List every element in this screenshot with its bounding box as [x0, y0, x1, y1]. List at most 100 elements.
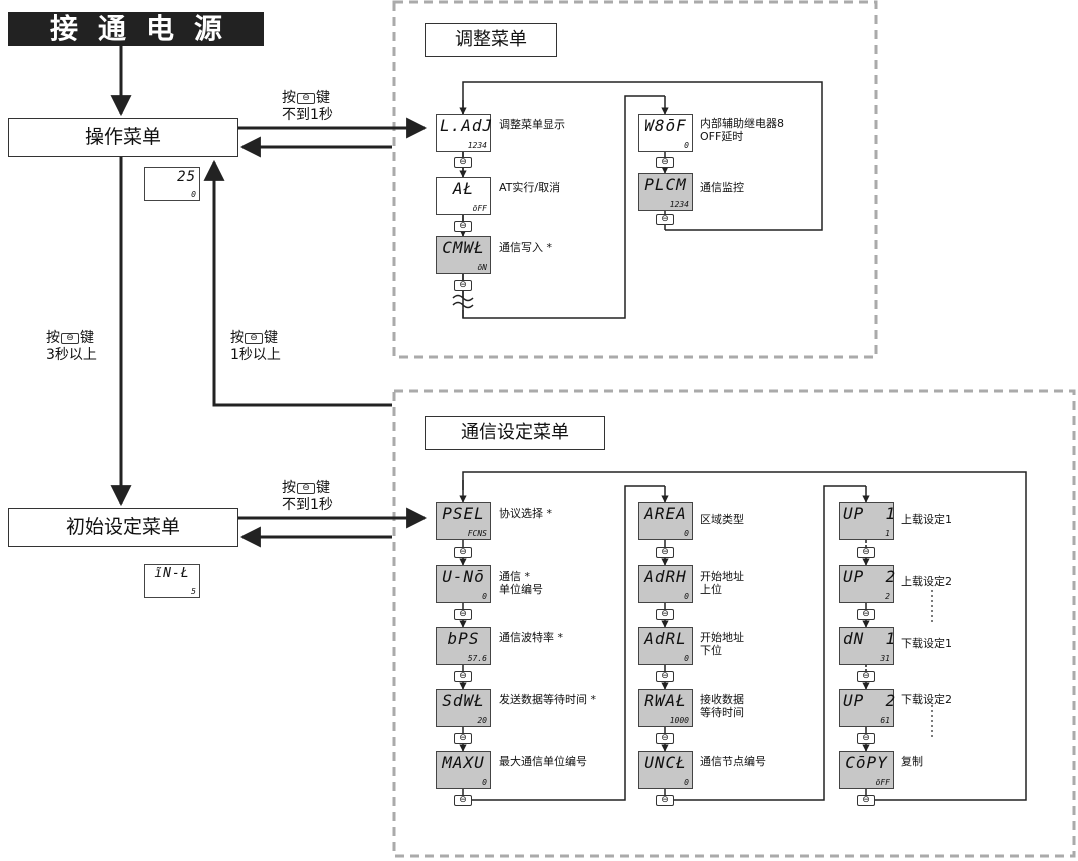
- param-display[interactable]: AdRH 0: [638, 565, 693, 603]
- mode-key-icon: ⊖: [857, 671, 875, 682]
- key-icon: ⊖: [245, 332, 263, 344]
- param-label: 通信监控: [700, 181, 744, 194]
- param-display[interactable]: AŁ ōFF: [436, 177, 491, 215]
- display-top-text: bPS: [447, 629, 480, 648]
- display-top-text: dN 1: [843, 629, 897, 648]
- display-bottom-text: 0: [684, 592, 689, 601]
- param-display[interactable]: CMWŁ ōN: [436, 236, 491, 274]
- param-display[interactable]: L.AdJ 1234: [436, 114, 492, 152]
- power-on-title: 接通电源: [8, 12, 264, 46]
- display-bottom-text: 0: [684, 529, 689, 538]
- param-display[interactable]: UP 2 61: [839, 689, 897, 727]
- note-press-3s: 按⊖键 3秒以上: [46, 330, 97, 363]
- param-label: 复制: [901, 755, 923, 768]
- display-top-text: PLCM: [644, 175, 687, 194]
- param-display[interactable]: PSEL FCNS: [436, 502, 491, 540]
- param-display[interactable]: bPS 57.6: [436, 627, 491, 665]
- display-bottom-text: 0: [191, 190, 196, 199]
- mode-key-icon: ⊖: [454, 280, 472, 291]
- mode-key-icon: ⊖: [857, 609, 875, 620]
- operation-menu-display: 25 0: [144, 167, 200, 201]
- param-display[interactable]: W8ōF 0: [638, 114, 693, 152]
- display-bottom-text: 57.6: [467, 654, 487, 663]
- key-icon: ⊖: [297, 92, 315, 104]
- param-label: AT实行/取消: [499, 181, 561, 194]
- param-display[interactable]: SdWŁ 20: [436, 689, 491, 727]
- param-label: 调整菜单显示: [499, 118, 565, 131]
- display-bottom-text: 0: [684, 778, 689, 787]
- param-display[interactable]: UNCŁ 0: [638, 751, 693, 789]
- display-top-text: MAXU: [442, 753, 485, 772]
- mode-key-icon: ⊖: [454, 733, 472, 744]
- param-display[interactable]: AREA 0: [638, 502, 693, 540]
- display-top-text: UP 2: [843, 567, 897, 586]
- display-top-text: AREA: [644, 504, 687, 523]
- param-display[interactable]: UP 1 1: [839, 502, 895, 540]
- mode-key-icon: ⊖: [857, 795, 875, 806]
- param-label: 下载设定1: [901, 637, 952, 650]
- param-display[interactable]: dN 1 31: [839, 627, 897, 665]
- display-top-text: U-Nō: [442, 567, 485, 586]
- param-label: 发送数据等待时间 *: [499, 693, 596, 706]
- display-bottom-text: 0: [482, 778, 487, 787]
- display-bottom-text: 5: [191, 587, 196, 596]
- param-display[interactable]: CōPY ōFF: [839, 751, 894, 789]
- display-top-text: AdRL: [644, 629, 687, 648]
- display-bottom-text: 20: [477, 716, 487, 725]
- param-display[interactable]: MAXU 0: [436, 751, 491, 789]
- param-label: 开始地址上位: [700, 570, 744, 596]
- note-press-1s: 按⊖键 1秒以上: [230, 330, 281, 363]
- note-press-lt1-bottom: 按⊖键 不到1秒: [282, 480, 333, 513]
- display-top-text: UP 2: [843, 691, 897, 710]
- display-bottom-text: 0: [684, 141, 689, 150]
- mode-key-icon: ⊖: [454, 609, 472, 620]
- param-display[interactable]: AdRL 0: [638, 627, 693, 665]
- display-bottom-text: 1234: [467, 141, 487, 150]
- operation-menu-box[interactable]: 操作菜单: [8, 118, 238, 157]
- display-bottom-text: FCNS: [467, 529, 487, 538]
- display-top-text: AŁ: [452, 179, 475, 198]
- param-label: 通信写入 *: [499, 241, 552, 254]
- display-top-text: SdWŁ: [442, 691, 485, 710]
- display-bottom-text: 61: [880, 716, 890, 725]
- display-bottom-text: 0: [482, 592, 487, 601]
- param-label: 接收数据等待时间: [700, 693, 744, 719]
- param-display[interactable]: U-Nō 0: [436, 565, 491, 603]
- param-display[interactable]: PLCM 1234: [638, 173, 693, 211]
- display-top-text: PSEL: [442, 504, 485, 523]
- display-top-text: RWAŁ: [644, 691, 687, 710]
- display-bottom-text: 1: [885, 529, 890, 538]
- display-bottom-text: 1234: [669, 200, 689, 209]
- param-label: 协议选择 *: [499, 507, 552, 520]
- display-top-text: W8ōF: [644, 116, 687, 135]
- param-label: 通信 *单位编号: [499, 570, 543, 596]
- mode-key-icon: ⊖: [656, 733, 674, 744]
- mode-key-icon: ⊖: [656, 795, 674, 806]
- key-icon: ⊖: [61, 332, 79, 344]
- param-label: 最大通信单位编号: [499, 755, 587, 768]
- param-display[interactable]: UP 2 2: [839, 565, 897, 603]
- display-top-text: 25: [177, 169, 196, 185]
- key-icon: ⊖: [297, 482, 315, 494]
- param-label: 上载设定1: [901, 513, 952, 526]
- mode-key-icon: ⊖: [656, 547, 674, 558]
- display-bottom-text: ōFF: [875, 778, 890, 787]
- param-label: 下载设定2: [901, 693, 952, 706]
- initial-menu-display: ĩN-Ł 5: [144, 564, 200, 598]
- param-label: 通信波特率 *: [499, 631, 563, 644]
- display-bottom-text: ōN: [477, 263, 487, 272]
- adjust-menu-title: 调整菜单: [425, 23, 557, 57]
- comm-section-border: [392, 389, 1076, 858]
- display-bottom-text: 2: [885, 592, 890, 601]
- param-display[interactable]: RWAŁ 1000: [638, 689, 693, 727]
- mode-key-icon: ⊖: [454, 157, 472, 168]
- display-bottom-text: 31: [880, 654, 890, 663]
- note-press-lt1-top: 按⊖键 不到1秒: [282, 90, 333, 123]
- adjust-section-border: [392, 0, 878, 359]
- mode-key-icon: ⊖: [454, 795, 472, 806]
- initial-menu-box[interactable]: 初始设定菜单: [8, 508, 238, 547]
- display-top-text: CōPY: [845, 753, 888, 772]
- param-label: 开始地址下位: [700, 631, 744, 657]
- display-bottom-text: 0: [684, 654, 689, 663]
